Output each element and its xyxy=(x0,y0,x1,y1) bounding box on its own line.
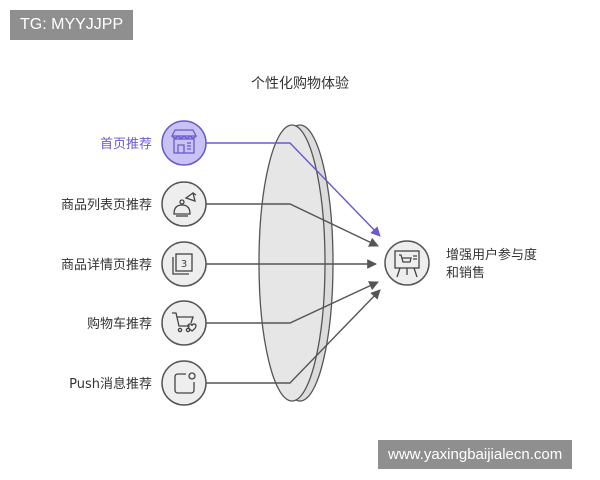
input-node-cart: 购物车推荐 xyxy=(87,300,207,346)
input-node-push: Push消息推荐 xyxy=(69,360,207,406)
input-label-cart: 购物车推荐 xyxy=(87,316,152,332)
output-node: 增强用户参与度 和销售 xyxy=(384,240,537,286)
lens xyxy=(258,124,334,402)
watermark-bottom: www.yaxingbaijialecn.com xyxy=(378,440,573,469)
input-label-list-page: 商品列表页推荐 xyxy=(61,198,152,213)
input-label-push: Push消息推荐 xyxy=(69,376,152,392)
input-label-homepage: 首页推荐 xyxy=(100,137,152,152)
connector-cart xyxy=(206,281,379,324)
input-node-list-page: 商品列表页推荐 xyxy=(61,181,207,227)
cart-heart-icon xyxy=(172,312,197,333)
input-label-detail-page: 商品详情页推荐 xyxy=(61,258,152,273)
notification-icon xyxy=(174,372,196,394)
output-label-line-1: 增强用户参与度 xyxy=(446,247,537,263)
connectors xyxy=(206,142,381,384)
watermark-top: TG: MYYJJPP xyxy=(10,10,134,40)
output-label-line-2: 和销售 xyxy=(446,265,485,281)
connector-push xyxy=(206,289,381,384)
storefront-icon xyxy=(170,129,198,154)
connector-list-page xyxy=(206,203,379,247)
robot-megaphone-icon xyxy=(173,191,197,217)
presentation-cart-icon xyxy=(394,250,420,278)
numbered-pages-icon: 3 xyxy=(172,253,193,275)
input-node-detail-page: 3 商品详情页推荐 xyxy=(61,241,207,287)
connector-homepage xyxy=(206,142,381,237)
diagram-title: 个性化购物体验 xyxy=(251,76,349,92)
input-node-homepage: 首页推荐 xyxy=(100,120,207,166)
svg-text:3: 3 xyxy=(181,259,187,270)
